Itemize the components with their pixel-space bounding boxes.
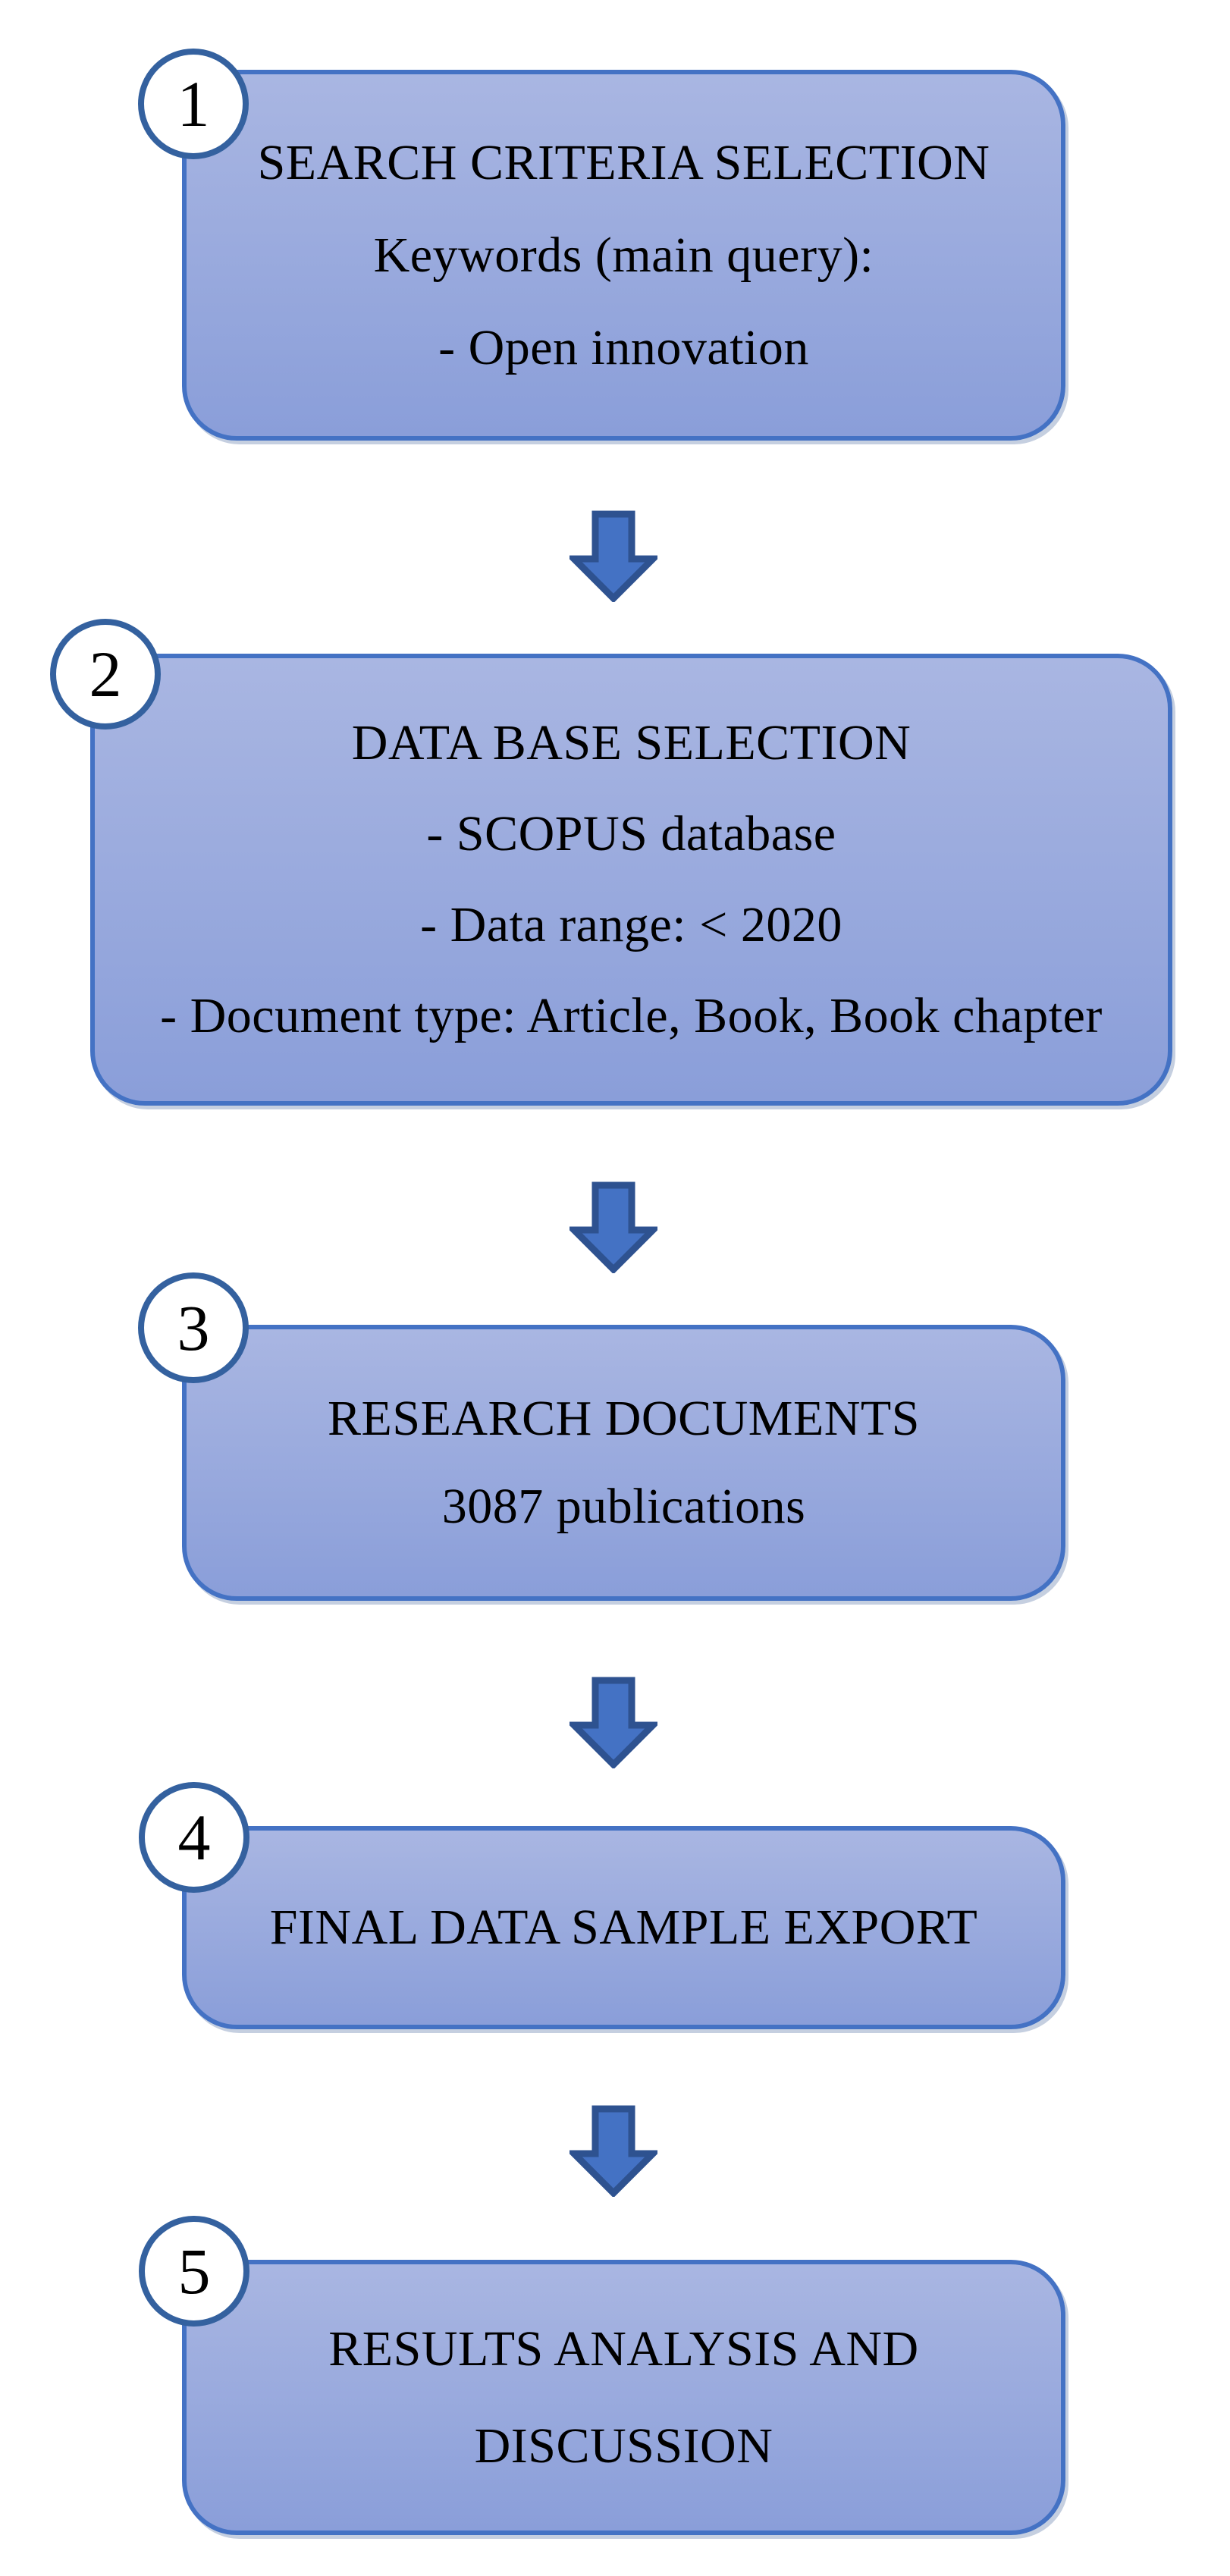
step-number-badge-2: 2	[50, 619, 161, 730]
step-text: - Data range: < 2020	[420, 897, 842, 952]
step-box-search-criteria: SEARCH CRITERIA SELECTION Keywords (main…	[182, 70, 1065, 441]
down-arrow-icon	[570, 510, 657, 602]
step-number-badge-4: 4	[139, 1782, 249, 1893]
step-box-database-selection: DATA BASE SELECTION - SCOPUS database - …	[90, 654, 1172, 1106]
step-number-badge-5: 5	[139, 2216, 249, 2327]
step-number-badge-1: 1	[138, 49, 249, 159]
step-title: DATA BASE SELECTION	[351, 715, 912, 770]
step-title: FINAL DATA SAMPLE EXPORT	[269, 1900, 978, 1955]
step-title: DISCUSSION	[474, 2418, 773, 2474]
down-arrow-icon	[570, 2105, 657, 2197]
step-text: - Document type: Article, Book, Book cha…	[160, 988, 1103, 1043]
step-title: SEARCH CRITERIA SELECTION	[257, 134, 990, 190]
step-number: 5	[177, 2235, 211, 2308]
step-number-badge-3: 3	[138, 1272, 249, 1383]
step-number: 3	[177, 1291, 210, 1364]
step-number: 4	[177, 1801, 211, 1874]
step-number: 1	[177, 67, 210, 140]
step-text: - Open innovation	[438, 319, 809, 375]
step-text: Keywords (main query):	[373, 227, 874, 283]
step-title: RESULTS ANALYSIS AND	[328, 2320, 919, 2377]
step-text: - SCOPUS database	[426, 806, 836, 861]
step-box-final-data-export: FINAL DATA SAMPLE EXPORT	[182, 1826, 1065, 2029]
step-box-results-analysis: RESULTS ANALYSIS AND DISCUSSION	[182, 2260, 1065, 2535]
step-box-research-documents: RESEARCH DOCUMENTS 3087 publications	[182, 1325, 1065, 1601]
step-text: 3087 publications	[441, 1479, 806, 1534]
down-arrow-icon	[570, 1181, 657, 1273]
down-arrow-icon	[570, 1677, 657, 1768]
step-title: RESEARCH DOCUMENTS	[328, 1391, 920, 1446]
step-number: 2	[89, 638, 122, 711]
